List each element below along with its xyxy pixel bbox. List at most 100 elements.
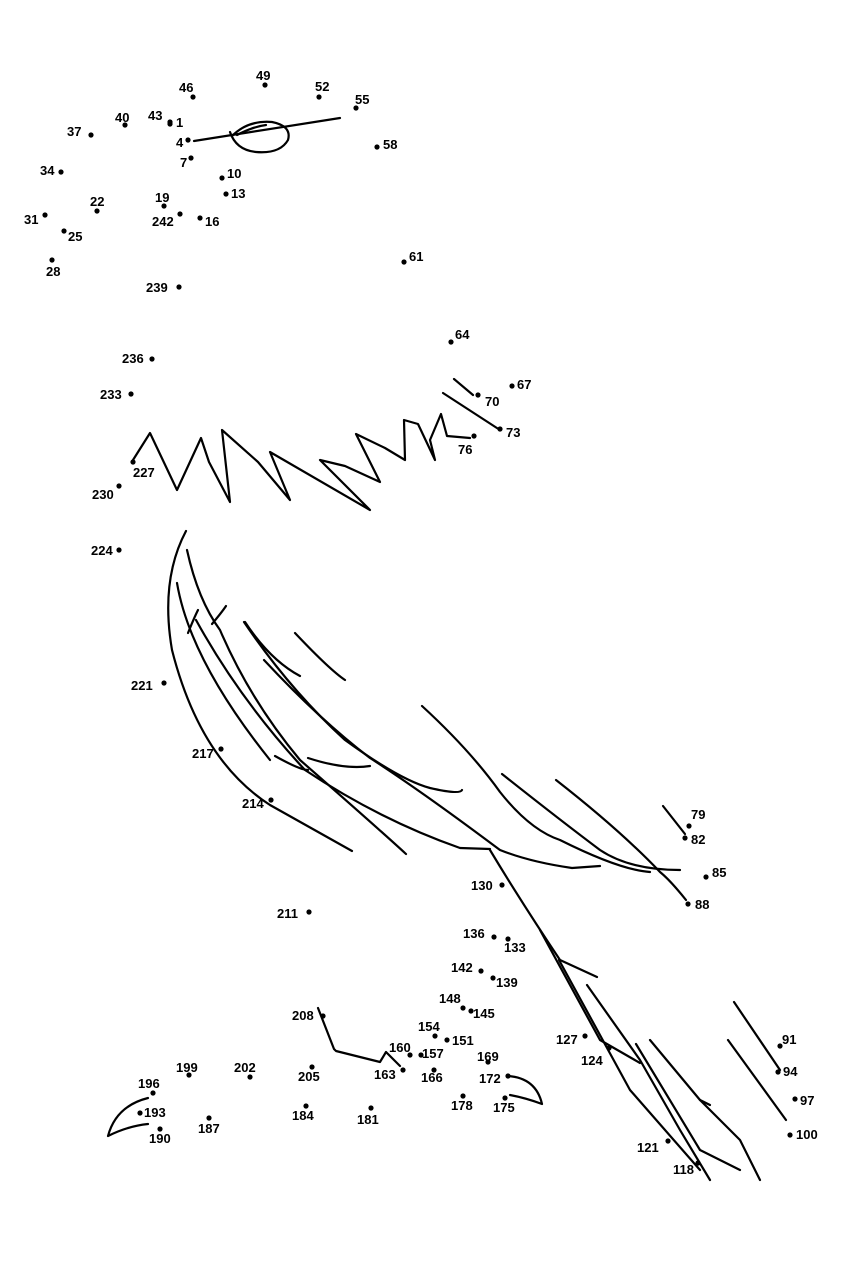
dot-19: [161, 203, 167, 209]
dot-number-100: 100: [796, 1127, 818, 1142]
dot-number-43: 43: [148, 108, 162, 123]
dot-28: [49, 257, 55, 263]
dot-number-202: 202: [234, 1060, 256, 1075]
dot-211: [306, 909, 312, 915]
dot-82: [682, 835, 688, 841]
dot-number-151: 151: [452, 1033, 474, 1048]
dot-94: [775, 1069, 781, 1075]
dot-136: [491, 934, 497, 940]
dot-number-148: 148: [439, 991, 461, 1006]
dot-58: [374, 144, 380, 150]
dot-number-118: 118: [673, 1162, 694, 1177]
dot-number-85: 85: [712, 865, 726, 880]
dot-number-187: 187: [198, 1121, 220, 1136]
dot-43: [167, 119, 173, 125]
dot-number-242: 242: [152, 214, 174, 229]
dot-49: [262, 82, 268, 88]
dot-52: [316, 94, 322, 100]
dot-178: [460, 1093, 466, 1099]
dot-number-55: 55: [355, 92, 369, 107]
dot-221: [161, 680, 167, 686]
dot-number-73: 73: [506, 425, 520, 440]
dot-118: [695, 1160, 701, 1166]
dot-number-181: 181: [357, 1112, 379, 1127]
dot-number-208: 208: [292, 1008, 314, 1023]
dot-73: [497, 426, 503, 432]
dot-number-157: 157: [422, 1046, 444, 1061]
dot-163: [400, 1067, 406, 1073]
dot-85: [703, 874, 709, 880]
dot-230: [116, 483, 122, 489]
dot-130: [499, 882, 505, 888]
dot-187: [206, 1115, 212, 1121]
dot-number-91: 91: [782, 1032, 796, 1047]
dot-number-214: 214: [242, 796, 264, 811]
dot-172: [505, 1073, 511, 1079]
dot-number-178: 178: [451, 1098, 473, 1113]
dot-46: [190, 94, 196, 100]
dot-number-236: 236: [122, 351, 144, 366]
dot-190: [157, 1126, 163, 1132]
dot-157: [418, 1052, 424, 1058]
dot-13: [223, 191, 229, 197]
dot-37: [88, 132, 94, 138]
dot-number-205: 205: [298, 1069, 320, 1084]
dot-number-19: 19: [155, 190, 169, 205]
dot-number-139: 139: [496, 975, 518, 990]
dot-70: [475, 392, 481, 398]
dot-76: [471, 433, 477, 439]
dot-25: [61, 228, 67, 234]
dot-142: [478, 968, 484, 974]
dot-181: [368, 1105, 374, 1111]
dot-7: [188, 155, 194, 161]
dot-number-217: 217: [192, 746, 214, 761]
dot-100: [787, 1132, 793, 1138]
dot-number-133: 133: [504, 940, 526, 955]
dot-236: [149, 356, 155, 362]
dot-22: [94, 208, 100, 214]
dot-number-196: 196: [138, 1076, 160, 1091]
dot-196: [150, 1090, 156, 1096]
dot-97: [792, 1096, 798, 1102]
dot-169: [485, 1059, 491, 1065]
dot-217: [218, 746, 224, 752]
dot-number-230: 230: [92, 487, 114, 502]
dot-88: [685, 901, 691, 907]
dot-242: [177, 211, 183, 217]
dot-166: [431, 1067, 437, 1073]
dot-151: [444, 1037, 450, 1043]
dot-number-82: 82: [691, 832, 705, 847]
dot-number-233: 233: [100, 387, 122, 402]
dot-133: [505, 936, 511, 942]
dot-91: [777, 1043, 783, 1049]
dot-145: [468, 1008, 474, 1014]
dot-number-142: 142: [451, 960, 473, 975]
dot-number-221: 221: [131, 678, 153, 693]
dot-number-13: 13: [231, 186, 245, 201]
dot-number-160: 160: [389, 1040, 411, 1055]
dot-number-49: 49: [256, 68, 270, 83]
dot-number-61: 61: [409, 249, 423, 264]
dot-number-211: 211: [277, 906, 298, 921]
dot-number-199: 199: [176, 1060, 198, 1075]
dot-124: [606, 1045, 612, 1051]
dot-34: [58, 169, 64, 175]
dot-224: [116, 547, 122, 553]
dot-121: [665, 1138, 671, 1144]
dot-number-79: 79: [691, 807, 705, 822]
dot-154: [432, 1033, 438, 1039]
pre-drawn-bird-outline: [106, 116, 788, 1182]
dot-number-130: 130: [471, 878, 493, 893]
dot-number-70: 70: [485, 394, 499, 409]
dot-number-76: 76: [458, 442, 472, 457]
dot-number-169: 169: [477, 1049, 499, 1064]
dot-number-193: 193: [144, 1105, 166, 1120]
dot-193: [137, 1110, 143, 1116]
dot-number-163: 163: [374, 1067, 396, 1082]
dot-64: [448, 339, 454, 345]
dot-number-28: 28: [46, 264, 60, 279]
dot-205: [309, 1064, 315, 1070]
dot-number-175: 175: [493, 1100, 515, 1115]
dot-184: [303, 1103, 309, 1109]
